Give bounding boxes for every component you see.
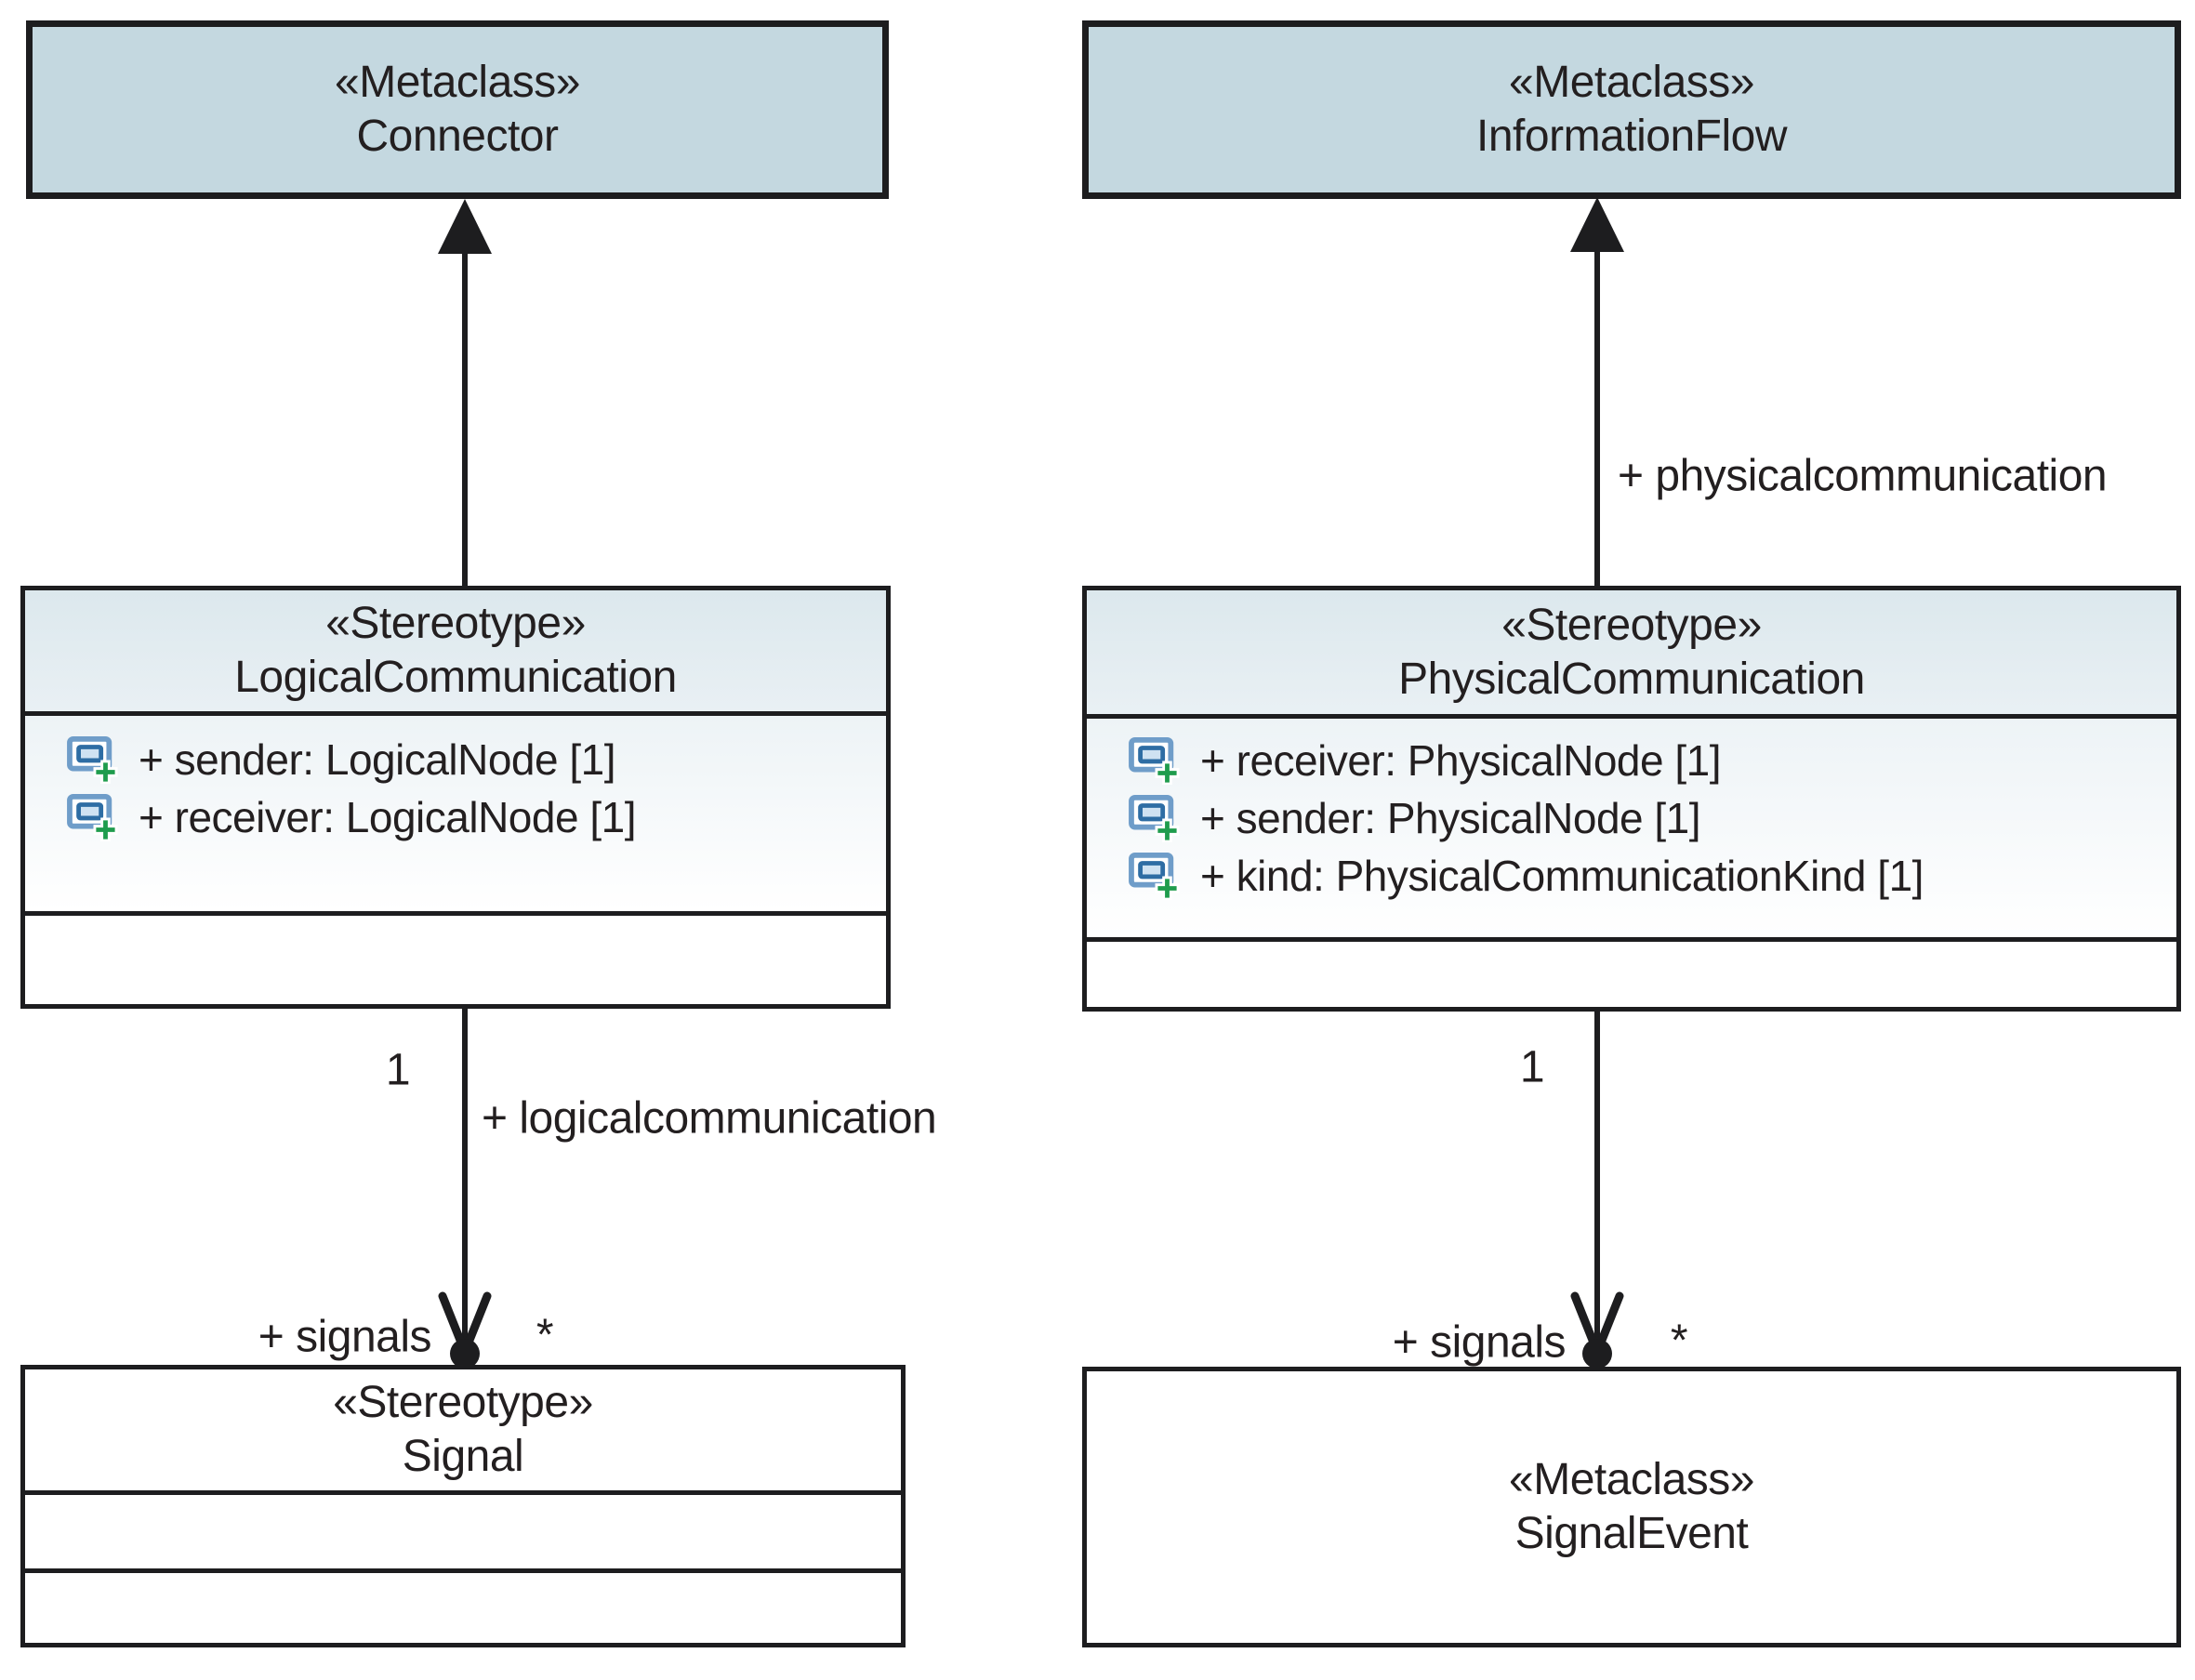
node-logicalcommunication: «Stereotype» LogicalCommunication + send… <box>20 586 891 1009</box>
empty-compartment <box>25 1568 901 1643</box>
attributes-compartment: + sender: LogicalNode [1] + receiver: Lo… <box>25 711 886 911</box>
node-signalevent: «Metaclass» SignalEvent <box>1082 1367 2181 1647</box>
attribute-row: + sender: LogicalNode [1] <box>25 731 886 788</box>
empty-compartment <box>25 911 886 1004</box>
property-plus-icon <box>67 793 118 841</box>
empty-compartment <box>25 1490 901 1568</box>
attribute-row: + receiver: PhysicalNode [1] <box>1087 732 2176 789</box>
stereotype-keyword: «Stereotype» <box>333 1378 593 1427</box>
node-connector: «Metaclass» Connector <box>26 20 889 199</box>
node-name: InformationFlow <box>1476 112 1787 161</box>
node-name: LogicalCommunication <box>234 653 677 702</box>
node-header: «Stereotype» LogicalCommunication <box>25 590 886 711</box>
extension-end-role: + physicalcommunication <box>1618 451 2108 501</box>
ownership-dot-icon <box>450 1339 480 1369</box>
empty-compartment <box>1087 937 2176 1007</box>
node-name: Connector <box>356 112 559 161</box>
stereotype-keyword: «Stereotype» <box>325 599 586 648</box>
association-target-role: + signals <box>1392 1317 1567 1368</box>
ownership-dot-icon <box>1582 1339 1612 1369</box>
attribute-text: + receiver: LogicalNode [1] <box>139 793 636 841</box>
extension-arrowhead-icon <box>438 199 492 254</box>
attribute-text: + sender: PhysicalNode [1] <box>1200 794 1701 842</box>
node-name: SignalEvent <box>1514 1509 1749 1558</box>
attribute-text: + sender: LogicalNode [1] <box>139 735 616 784</box>
association-target-multiplicity: * <box>1670 1316 1688 1366</box>
property-plus-icon <box>1129 736 1180 785</box>
attribute-row: + kind: PhysicalCommunicationKind [1] <box>1087 847 2176 905</box>
stereotype-keyword: «Metaclass» <box>1509 58 1754 107</box>
node-name: PhysicalCommunication <box>1398 654 1865 704</box>
extension-arrowhead-icon <box>1570 197 1624 252</box>
node-header: «Stereotype» Signal <box>25 1369 901 1490</box>
node-signal: «Stereotype» Signal <box>20 1365 906 1647</box>
property-plus-icon <box>67 735 118 784</box>
association-source-multiplicity: 1 <box>1519 1042 1545 1092</box>
extension-edge-physicalcommunication-informationflow <box>1570 197 1624 589</box>
stereotype-keyword: «Stereotype» <box>1501 600 1762 650</box>
association-source-role: + logicalcommunication <box>482 1093 937 1144</box>
property-plus-icon <box>1129 794 1180 842</box>
property-plus-icon <box>1129 852 1180 900</box>
attribute-text: + receiver: PhysicalNode [1] <box>1200 736 1722 785</box>
attribute-row: + sender: PhysicalNode [1] <box>1087 789 2176 847</box>
stereotype-keyword: «Metaclass» <box>335 58 580 107</box>
association-target-role: + signals <box>258 1312 432 1362</box>
extension-edge-logicalcommunication-connector <box>438 199 492 589</box>
node-header: «Stereotype» PhysicalCommunication <box>1087 590 2176 714</box>
stereotype-keyword: «Metaclass» <box>1509 1455 1754 1504</box>
attribute-row: + receiver: LogicalNode [1] <box>25 788 886 846</box>
association-edge-physicalcommunication-signalevent <box>1570 1010 1624 1369</box>
attribute-text: + kind: PhysicalCommunicationKind [1] <box>1200 852 1924 900</box>
node-physicalcommunication: «Stereotype» PhysicalCommunication + rec… <box>1082 586 2181 1012</box>
association-target-multiplicity: * <box>536 1310 554 1360</box>
association-edge-logicalcommunication-signal <box>438 1007 492 1369</box>
node-informationflow: «Metaclass» InformationFlow <box>1082 20 2181 199</box>
attributes-compartment: + receiver: PhysicalNode [1] + sender: P… <box>1087 714 2176 937</box>
association-source-multiplicity: 1 <box>385 1045 411 1095</box>
node-name: Signal <box>402 1432 524 1481</box>
